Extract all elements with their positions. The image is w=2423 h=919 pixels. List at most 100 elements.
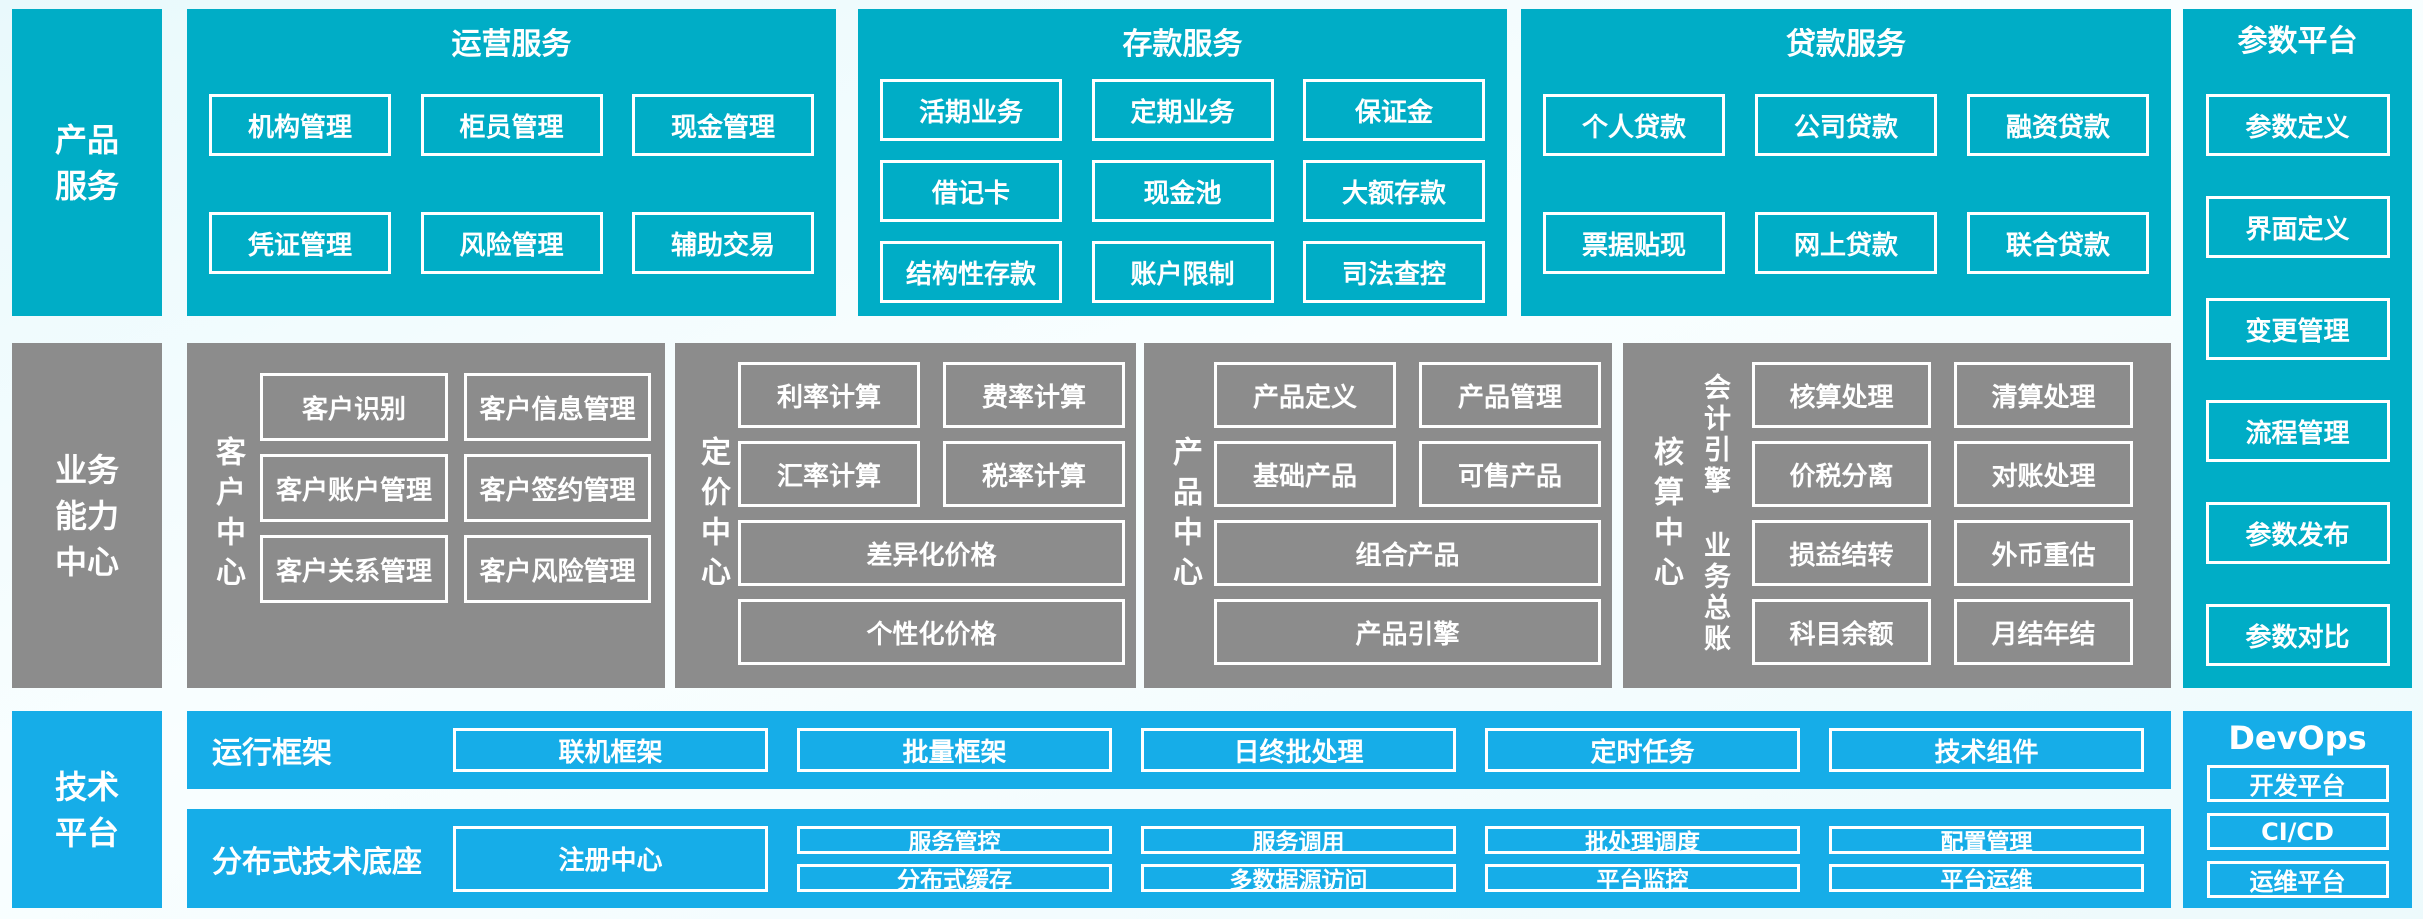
pricing-box-wide: 个性化价格 xyxy=(738,599,1125,665)
accounting-engine-grid: 核算处理 清算处理 价税分离 对账处理 xyxy=(1752,362,2133,507)
customer-center-label: 客户中心 xyxy=(210,435,245,596)
distributed-box: 分布式缓存 xyxy=(797,863,1112,894)
customer-box: 客户识别 xyxy=(260,373,448,441)
tech-platform-line1: 技术 xyxy=(54,767,119,806)
parameter-box: 参数对比 xyxy=(2205,604,2390,666)
loans-box: 票据贴现 xyxy=(1543,212,1725,274)
runtime-box: 技术组件 xyxy=(1829,728,2144,772)
deposits-box: 大额存款 xyxy=(1303,160,1485,222)
distributed-base-grid: 服务管控 分布式缓存 服务调用 多数据源访问 批处理调度 平台监控 配置管理 平… xyxy=(797,825,2144,894)
pricing-box: 汇率计算 xyxy=(738,441,920,507)
operations-box: 机构管理 xyxy=(209,94,391,156)
accounting-group-ledger: 业务总账 损益结转 外币重估 科目余额 月结年结 xyxy=(1695,520,2133,665)
distributed-pair-column: 配置管理 平台运维 xyxy=(1829,825,2144,894)
customer-box: 客户关系管理 xyxy=(260,535,448,603)
pricing-center-layout: 定价中心 利率计算 费率计算 汇率计算 税率计算 差异化价格 个性化价格 xyxy=(675,343,1136,688)
loans-title: 贷款服务 xyxy=(1786,27,1906,62)
registry-center-box: 注册中心 xyxy=(453,825,768,892)
tech-platform-line2: 平台 xyxy=(54,813,119,852)
deposits-title: 存款服务 xyxy=(1122,27,1243,62)
business-ledger-grid: 损益结转 外币重估 科目余额 月结年结 xyxy=(1752,520,2133,665)
runtime-framework-boxes: 联机框架 批量框架 日终批处理 定时任务 技术组件 xyxy=(453,728,2144,772)
loans-grid: 个人贷款 公司贷款 融资贷款 票据贴现 网上贷款 联合贷款 xyxy=(1521,94,2171,274)
product-box: 产品定义 xyxy=(1214,362,1396,428)
loans-box: 融资贷款 xyxy=(1967,94,2149,156)
product-box: 可售产品 xyxy=(1419,441,1601,507)
deposits-box: 借记卡 xyxy=(880,160,1062,222)
customer-box: 客户信息管理 xyxy=(464,373,651,441)
section-operations-services: 运营服务 机构管理 柜员管理 现金管理 凭证管理 风险管理 辅助交易 xyxy=(187,9,836,316)
parameter-box: 参数定义 xyxy=(2205,94,2390,156)
deposits-box: 现金池 xyxy=(1091,160,1274,222)
customer-box: 客户签约管理 xyxy=(464,454,651,522)
distributed-pair-column: 批处理调度 平台监控 xyxy=(1485,825,1800,894)
business-capability-line3: 中心 xyxy=(54,542,119,581)
distributed-pair-column: 服务管控 分布式缓存 xyxy=(797,825,1112,894)
product-box: 基础产品 xyxy=(1214,441,1396,507)
operations-title: 运营服务 xyxy=(451,27,572,62)
pricing-box: 税率计算 xyxy=(943,441,1125,507)
accounting-box: 外币重估 xyxy=(1954,520,2133,586)
operations-box: 凭证管理 xyxy=(209,212,391,274)
devops-box: CI/CD xyxy=(2206,813,2389,850)
accounting-box: 清算处理 xyxy=(1954,362,2133,428)
runtime-box: 批量框架 xyxy=(797,728,1112,772)
pricing-center-label: 定价中心 xyxy=(695,435,730,596)
tech-platform-label: 技术 平台 xyxy=(55,764,119,856)
operations-grid: 机构管理 柜员管理 现金管理 凭证管理 风险管理 辅助交易 xyxy=(187,94,836,274)
parameter-platform-title: 参数平台 xyxy=(2237,24,2358,59)
section-devops: DevOps 开发平台 CI/CD 运维平台 xyxy=(2183,711,2412,908)
accounting-box: 核算处理 xyxy=(1752,362,1931,428)
pricing-center-grid: 利率计算 费率计算 汇率计算 税率计算 差异化价格 个性化价格 xyxy=(738,362,1125,688)
operations-box: 柜员管理 xyxy=(420,94,603,156)
distributed-pair-column: 服务调用 多数据源访问 xyxy=(1141,825,1456,894)
accounting-center-label: 核算中心 xyxy=(1648,435,1683,596)
sidebar-business-capability: 业务 能力 中心 xyxy=(12,343,162,688)
pricing-box: 利率计算 xyxy=(738,362,920,428)
product-center-grid: 产品定义 产品管理 基础产品 可售产品 组合产品 产品引擎 xyxy=(1214,362,1601,688)
section-distributed-base: 分布式技术底座 注册中心 服务管控 分布式缓存 服务调用 多数据源访问 批处理调… xyxy=(187,809,2171,908)
product-box-wide: 组合产品 xyxy=(1214,520,1601,586)
operations-box: 风险管理 xyxy=(420,212,603,274)
distributed-base-label: 分布式技术底座 xyxy=(212,844,422,880)
runtime-box: 定时任务 xyxy=(1485,728,1800,772)
parameter-box: 变更管理 xyxy=(2205,298,2390,360)
runtime-framework-label: 运行框架 xyxy=(212,736,332,771)
distributed-box: 服务管控 xyxy=(797,825,1112,856)
product-center-label: 产品中心 xyxy=(1167,435,1202,596)
devops-box: 开发平台 xyxy=(2206,765,2389,802)
sidebar-tech-platform: 技术 平台 xyxy=(12,711,162,908)
business-ledger-label: 业务总账 xyxy=(1699,530,1730,655)
pricing-box: 费率计算 xyxy=(943,362,1125,428)
accounting-box: 价税分离 xyxy=(1752,441,1931,507)
distributed-box: 配置管理 xyxy=(1829,825,2144,856)
section-accounting-center: 核算中心 会计引擎 核算处理 清算处理 价税分离 对账处理 业务总账 损益结转 … xyxy=(1623,343,2171,688)
product-services-line1: 产品 xyxy=(54,120,119,159)
devops-stack: 开发平台 CI/CD 运维平台 xyxy=(2183,765,2412,898)
deposits-box: 账户限制 xyxy=(1091,241,1274,303)
product-box: 产品管理 xyxy=(1419,362,1601,428)
deposits-box: 活期业务 xyxy=(880,79,1062,141)
accounting-groups: 会计引擎 核算处理 清算处理 价税分离 对账处理 业务总账 损益结转 外币重估 … xyxy=(1695,362,2133,688)
accounting-box: 月结年结 xyxy=(1954,599,2133,665)
section-pricing-center: 定价中心 利率计算 费率计算 汇率计算 税率计算 差异化价格 个性化价格 xyxy=(675,343,1136,688)
parameter-box: 流程管理 xyxy=(2205,400,2390,462)
customer-center-layout: 客户中心 客户识别 客户信息管理 客户账户管理 客户签约管理 客户关系管理 客户… xyxy=(187,343,665,688)
accounting-group-engine: 会计引擎 核算处理 清算处理 价税分离 对账处理 xyxy=(1695,362,2133,507)
parameter-box: 参数发布 xyxy=(2205,502,2390,564)
accounting-engine-label: 会计引擎 xyxy=(1699,372,1730,497)
customer-box: 客户风险管理 xyxy=(464,535,651,603)
product-box-wide: 产品引擎 xyxy=(1214,599,1601,665)
loans-box: 公司贷款 xyxy=(1755,94,1937,156)
business-capability-line1: 业务 xyxy=(54,450,119,489)
loans-box: 联合贷款 xyxy=(1967,212,2149,274)
accounting-box: 损益结转 xyxy=(1752,520,1931,586)
operations-box: 现金管理 xyxy=(632,94,814,156)
section-customer-center: 客户中心 客户识别 客户信息管理 客户账户管理 客户签约管理 客户关系管理 客户… xyxy=(187,343,665,688)
product-services-label: 产品 服务 xyxy=(55,117,119,209)
devops-title: DevOps xyxy=(2228,719,2367,757)
distributed-box: 平台监控 xyxy=(1485,863,1800,894)
deposits-box: 定期业务 xyxy=(1091,79,1274,141)
customer-box: 客户账户管理 xyxy=(260,454,448,522)
section-deposit-services: 存款服务 活期业务 定期业务 保证金 借记卡 现金池 大额存款 结构性存款 账户… xyxy=(858,9,1507,316)
